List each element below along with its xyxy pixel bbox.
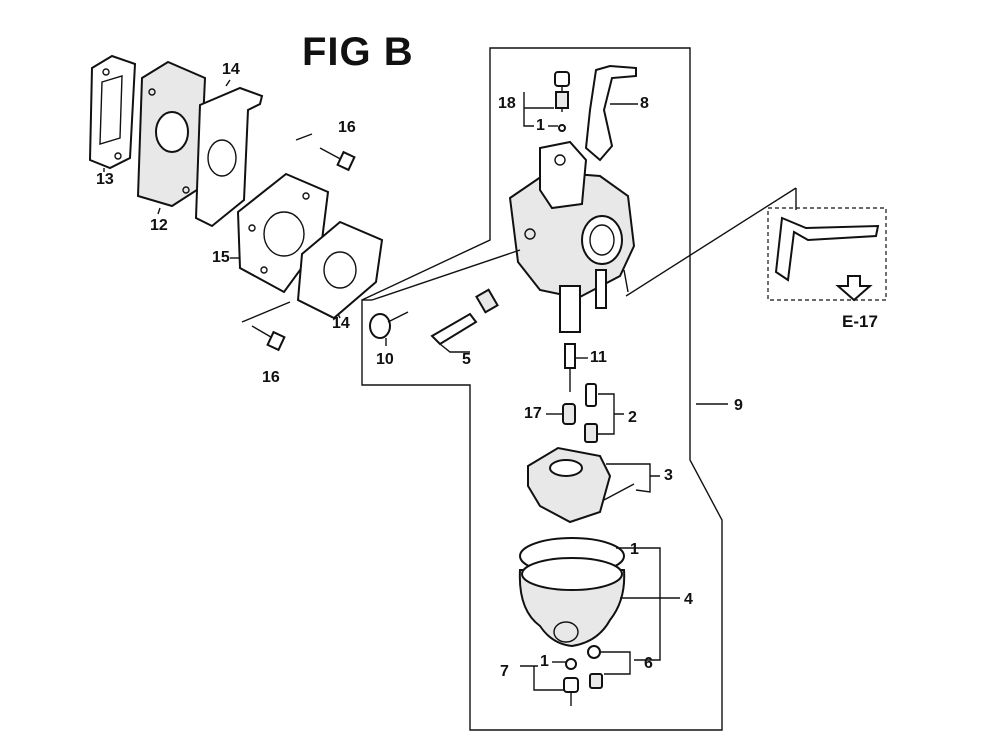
part-13-gasket bbox=[88, 54, 137, 170]
part-12-insulator bbox=[136, 60, 207, 208]
part-16-bolt-top bbox=[319, 147, 356, 172]
label-3: 3 bbox=[664, 467, 673, 484]
part-6-screw bbox=[587, 645, 603, 689]
part-10-screw bbox=[369, 311, 409, 339]
label-17: 17 bbox=[524, 405, 542, 422]
part-7-drain-screw bbox=[563, 658, 579, 706]
label-18: 18 bbox=[498, 95, 516, 112]
label-15: 15 bbox=[212, 249, 230, 266]
label-14-bottom: 14 bbox=[332, 315, 350, 332]
part-8-lever bbox=[584, 64, 637, 162]
label-10: 10 bbox=[376, 351, 394, 368]
label-8: 8 bbox=[640, 95, 649, 112]
part-11-jet bbox=[564, 343, 576, 392]
part-5-screw bbox=[430, 288, 499, 346]
part-17-nozzle bbox=[562, 403, 576, 425]
part-3-float bbox=[527, 446, 635, 524]
label-1-top: 1 bbox=[536, 117, 545, 134]
label-5: 5 bbox=[462, 351, 471, 368]
assembly-outline bbox=[361, 47, 723, 731]
part-14-gasket-bottom bbox=[296, 220, 384, 320]
part-2-pins bbox=[584, 383, 598, 443]
reference-e17: E-17 bbox=[842, 312, 878, 331]
figure-title: FIG B bbox=[302, 30, 414, 74]
label-11: 11 bbox=[590, 349, 607, 366]
label-13: 13 bbox=[96, 171, 114, 188]
label-14-top: 14 bbox=[222, 61, 240, 78]
part-16-bolt-bottom bbox=[251, 325, 286, 352]
e17-tube bbox=[767, 207, 887, 302]
part-18-screw bbox=[554, 71, 570, 132]
label-6: 6 bbox=[644, 655, 653, 672]
part-14-gasket-top bbox=[194, 86, 264, 228]
label-9: 9 bbox=[734, 397, 743, 414]
label-16-bottom: 16 bbox=[262, 369, 280, 386]
label-2: 2 bbox=[628, 409, 637, 426]
label-7: 7 bbox=[500, 663, 509, 680]
carburetor-body bbox=[508, 140, 636, 333]
label-16-top: 16 bbox=[338, 119, 356, 136]
label-4: 4 bbox=[684, 591, 693, 608]
label-1-bottom: 1 bbox=[540, 653, 549, 670]
label-12: 12 bbox=[150, 217, 168, 234]
label-1-chamber: 1 bbox=[630, 541, 639, 558]
part-4-float-chamber bbox=[518, 537, 626, 648]
